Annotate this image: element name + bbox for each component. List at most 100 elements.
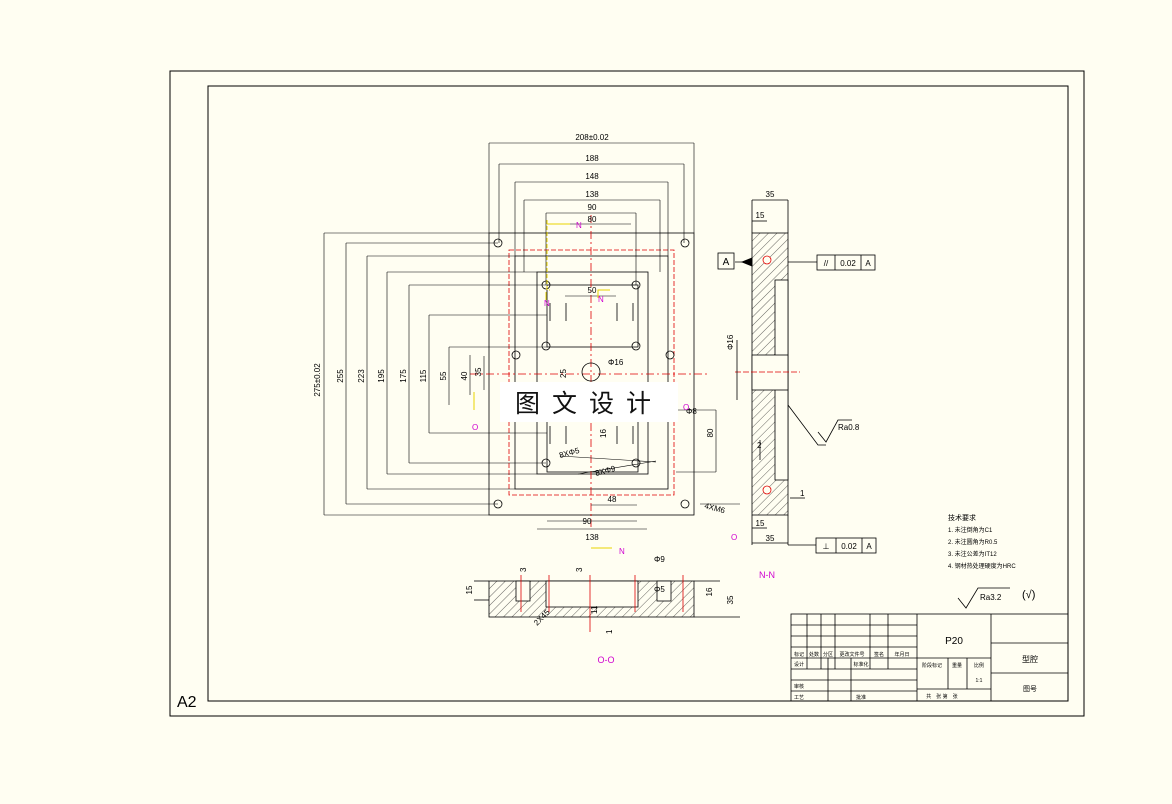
title-block xyxy=(790,613,1069,702)
section-mark-o-bottom: O xyxy=(731,533,737,542)
dim-208: 208±0.02 xyxy=(575,133,609,142)
section-mark-o-left: O xyxy=(472,423,478,432)
section-oo-view xyxy=(474,575,740,632)
svg-text:年月日: 年月日 xyxy=(894,651,909,658)
svg-text:比例: 比例 xyxy=(974,662,984,669)
sec-dim-phi9: Φ9 xyxy=(654,555,665,564)
svg-text:Ra0.8: Ra0.8 xyxy=(838,423,860,432)
dim-phi8: Φ8 xyxy=(686,407,697,416)
dim-90-bottom: 90 xyxy=(583,517,592,526)
section-label-nn: N-N xyxy=(759,570,775,580)
drawing-number-label: 图号 xyxy=(1023,685,1037,693)
side-dim-2: 2 xyxy=(757,441,762,450)
dim-223: 223 xyxy=(357,369,366,383)
inner-frame xyxy=(207,85,1069,702)
svg-text:3. 未注公差为IT12: 3. 未注公差为IT12 xyxy=(948,550,997,558)
front-dims-lines xyxy=(323,142,740,530)
parallel-tolerance: // 0.02 A xyxy=(816,254,876,271)
svg-text:A: A xyxy=(865,259,871,268)
svg-text:重量: 重量 xyxy=(952,662,962,669)
side-dim-15-top: 15 xyxy=(756,211,765,220)
svg-text:技术要求: 技术要求 xyxy=(948,513,976,522)
svg-text://: // xyxy=(824,259,829,268)
section-mark-n-mid: N xyxy=(598,295,604,304)
svg-text:⊥: ⊥ xyxy=(823,542,830,551)
sheet-size-label: A2 xyxy=(177,694,197,711)
sec-dim-35: 35 xyxy=(726,595,735,604)
dim-16: 16 xyxy=(599,429,608,438)
dim-175: 175 xyxy=(399,369,408,383)
side-dim-15-bottom: 15 xyxy=(756,519,765,528)
outer-frame xyxy=(169,70,1085,717)
dim-25: 25 xyxy=(559,369,568,378)
dim-80-right: 80 xyxy=(706,428,715,437)
holes-8xphi9: 8XΦ9 xyxy=(594,464,617,478)
dim-275: 275±0.02 xyxy=(313,363,322,397)
svg-text:A: A xyxy=(866,542,872,551)
roughness-general: Ra3.2 (√) xyxy=(957,587,1035,609)
svg-text:共 张 第 张: 共 张 第 张 xyxy=(926,693,957,700)
part-name: P20 xyxy=(945,636,963,647)
sec-dim-11: 11 xyxy=(590,605,599,614)
sec-dim-3a: 3 xyxy=(519,567,528,572)
datum-a-label: A xyxy=(723,257,730,268)
section-mark-o-right: O xyxy=(683,403,689,412)
svg-text:更改文件号: 更改文件号 xyxy=(839,651,864,658)
dim-48: 48 xyxy=(608,495,617,504)
side-dim-phi16: Φ16 xyxy=(726,334,735,350)
sec-dim-16: 16 xyxy=(705,587,714,596)
sec-dim-phi5: Φ5 xyxy=(654,585,665,594)
svg-text:批准: 批准 xyxy=(856,694,866,701)
dim-55: 55 xyxy=(439,371,448,380)
svg-text:签名: 签名 xyxy=(874,651,884,658)
dim-80: 80 xyxy=(588,215,597,224)
front-view xyxy=(470,215,710,530)
section-mark-n-bottom: N xyxy=(619,547,625,556)
svg-text:分区: 分区 xyxy=(823,651,833,658)
svg-text:2. 未注圆角为R0.5: 2. 未注圆角为R0.5 xyxy=(948,538,998,546)
tech-requirements: 技术要求 1. 未注倒角为C1 2. 未注圆角为R0.5 3. 未注公差为IT1… xyxy=(948,513,1016,570)
svg-text:Ra3.2: Ra3.2 xyxy=(980,593,1002,602)
sec-dim-15: 15 xyxy=(465,585,474,594)
watermark-text: 图文设计 xyxy=(514,389,663,418)
drawing-title: 型腔 xyxy=(1022,654,1038,664)
dim-138: 138 xyxy=(585,190,599,199)
svg-text:(√): (√) xyxy=(1022,589,1035,601)
side-dim-1: 1 xyxy=(800,489,805,498)
dim-255: 255 xyxy=(336,369,345,383)
svg-text:标准化: 标准化 xyxy=(853,661,868,668)
dim-50: 50 xyxy=(588,286,597,295)
section-mark-n-left: N xyxy=(544,299,550,308)
svg-text:标记: 标记 xyxy=(794,651,804,658)
side-view xyxy=(735,199,826,546)
dim-115: 115 xyxy=(419,369,428,382)
svg-text:1. 未注倒角为C1: 1. 未注倒角为C1 xyxy=(948,526,993,534)
dim-138-bottom: 138 xyxy=(585,533,599,542)
dim-40: 40 xyxy=(460,371,469,380)
sec-dim-3b: 3 xyxy=(575,567,584,572)
dim-148: 148 xyxy=(585,172,599,181)
side-dim-35-bottom: 35 xyxy=(766,534,775,543)
svg-text:1:1: 1:1 xyxy=(976,678,983,684)
watermark-box: 图文设计 xyxy=(500,382,678,422)
svg-text:设计: 设计 xyxy=(794,661,804,668)
holes-4xm6: 4XM6 xyxy=(703,501,726,515)
dim-195: 195 xyxy=(377,369,386,383)
section-label-oo: O-O xyxy=(598,655,615,665)
side-dim-35: 35 xyxy=(766,190,775,199)
holes-8xphi5: 8XΦ5 xyxy=(558,446,581,460)
title-block-text: P20 型腔 图号 标记 处数 分区 更改文件号 签名 年月日 设计 标准化 审… xyxy=(794,636,1038,701)
dim-35: 35 xyxy=(474,367,483,376)
roughness-face: Ra0.8 xyxy=(817,419,860,443)
dim-phi16: Φ16 xyxy=(608,358,624,367)
perpendicular-tolerance: ⊥ 0.02 A xyxy=(815,537,877,554)
svg-text:审核: 审核 xyxy=(794,683,804,690)
svg-text:0.02: 0.02 xyxy=(840,259,856,268)
svg-text:4. 钢材热处理硬度为HRC: 4. 钢材热处理硬度为HRC xyxy=(948,562,1016,570)
svg-text:阶段标记: 阶段标记 xyxy=(922,662,942,669)
section-mark-n-top: N xyxy=(576,221,582,230)
sec-dim-1: 1 xyxy=(605,629,614,634)
datum-a-box xyxy=(717,252,735,270)
dim-90: 90 xyxy=(588,203,597,212)
